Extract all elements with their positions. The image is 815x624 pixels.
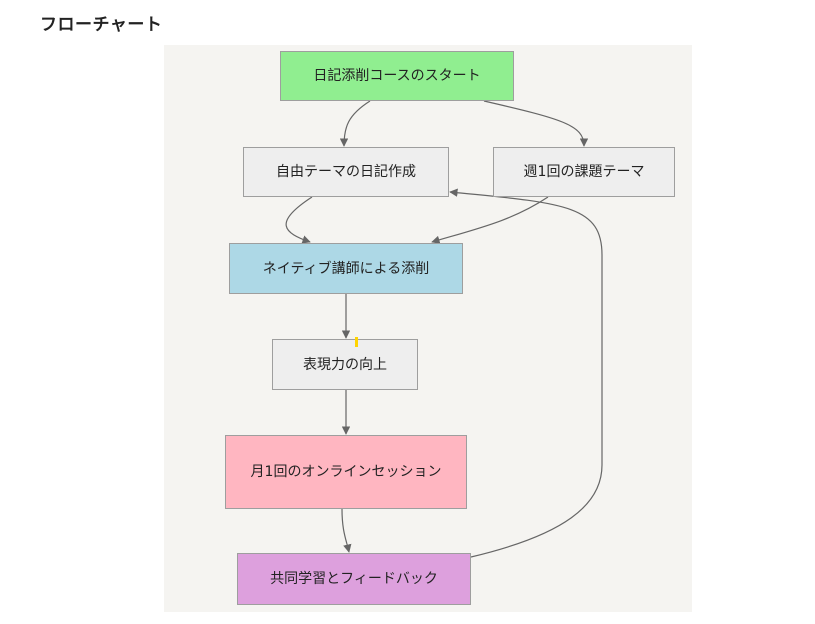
node-native-review-label: ネイティブ講師による添削 (262, 260, 430, 277)
flowchart-canvas: 日記添削コースのスタート 自由テーマの日記作成 週1回の課題テーマ ネイティブ講… (164, 45, 692, 612)
flowchart-edges (285, 100, 603, 558)
edge-online-session-to-group-feedback (341, 508, 352, 553)
edge-weekly-theme-to-native-review (431, 196, 549, 244)
edge-free-theme-to-native-review (285, 196, 313, 244)
node-start: 日記添削コースのスタート (280, 51, 514, 101)
node-online-session-label: 月1回のオンラインセッション (250, 464, 442, 480)
node-native-review: ネイティブ講師による添削 (229, 243, 463, 294)
node-improve: 表現力の向上 (272, 339, 418, 390)
node-start-label: 日記添削コースのスタート (313, 68, 481, 84)
edge-start-to-weekly-theme (483, 100, 589, 147)
node-group-feedback-label: 共同学習とフィードバック (270, 571, 438, 587)
cursor-marker (355, 337, 358, 347)
node-free-theme: 自由テーマの日記作成 (243, 147, 449, 197)
node-online-session: 月1回のオンラインセッション (225, 435, 467, 509)
node-weekly-theme: 週1回の課題テーマ (493, 147, 675, 197)
edge-group-feedback-to-free-theme (449, 188, 603, 558)
node-free-theme-label: 自由テーマの日記作成 (276, 164, 416, 180)
edge-start-to-free-theme (339, 100, 371, 147)
node-group-feedback: 共同学習とフィードバック (237, 553, 471, 605)
node-weekly-theme-label: 週1回の課題テーマ (523, 164, 645, 180)
page-title: フローチャート (40, 15, 163, 35)
node-improve-label: 表現力の向上 (303, 356, 387, 373)
